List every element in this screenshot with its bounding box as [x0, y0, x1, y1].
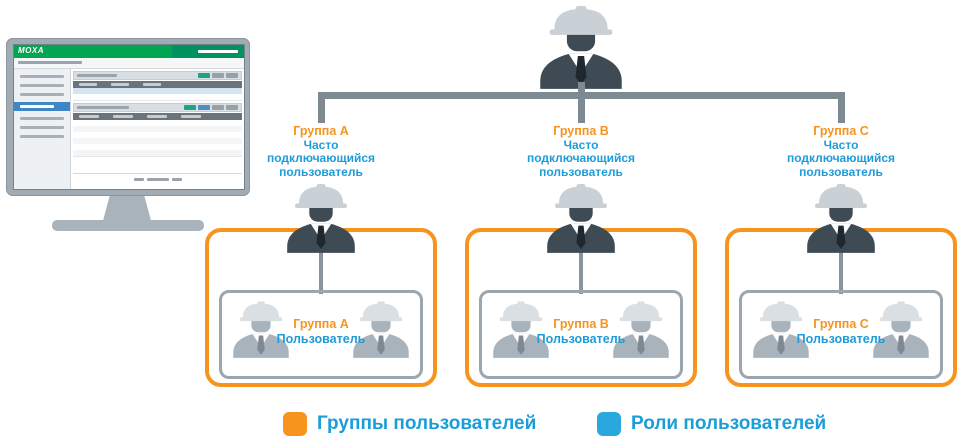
column-header-bar	[111, 83, 129, 86]
group-role-label: Часто подключающийся пользователь	[786, 137, 896, 179]
sidebar-item-bar	[20, 84, 64, 87]
group-role-label: Часто подключающийся пользователь	[526, 137, 636, 179]
frequent-user-icon	[542, 180, 620, 253]
monitor-stand-neck	[103, 196, 151, 221]
sidebar-item-bar	[20, 93, 64, 96]
breadcrumb-bar	[14, 58, 244, 69]
legend-user-groups: Группы пользователей	[283, 412, 536, 436]
frequent-user-icon	[802, 180, 880, 253]
sidebar-item-bar	[20, 117, 64, 120]
toolbar-button	[212, 73, 224, 78]
member-group-label: Группа A	[293, 317, 349, 331]
pagination-bar	[73, 173, 242, 184]
column-header-bar	[181, 115, 201, 118]
table-row	[73, 94, 242, 101]
moxa-logo: MOXA	[18, 46, 44, 55]
toolbar-buttons	[184, 105, 238, 110]
toolbar-button	[226, 73, 238, 78]
member-role-label: Пользователь	[536, 332, 626, 346]
user-role-box	[479, 290, 683, 379]
group-a-column: Группа A Часто подключающийся пользовате…	[205, 92, 437, 392]
sidebar-selected-text-bar	[20, 105, 54, 108]
panel-toolbar	[73, 71, 242, 80]
screen-sidebar	[14, 69, 71, 189]
table-row	[73, 150, 242, 157]
member-role-label: Пользователь	[276, 332, 366, 346]
toolbar-button	[212, 105, 224, 110]
member-labels: Группа B Пользователь	[465, 317, 697, 347]
legend-roles-swatch	[597, 412, 621, 436]
table-header	[73, 113, 242, 120]
toolbar-button	[198, 73, 210, 78]
group-c-labels: Группа C Часто подключающийся пользовате…	[695, 124, 958, 179]
sidebar-item-selected	[14, 102, 70, 111]
connector-line	[577, 92, 585, 123]
group-name-label: Группа B	[553, 124, 609, 138]
app-header-bar: MOXA	[14, 45, 244, 58]
group-b-column: Группа B Часто подключающийся пользовате…	[465, 92, 697, 392]
frequent-user-icon	[282, 180, 360, 253]
column-header-bar	[147, 115, 167, 118]
user-role-box	[219, 290, 423, 379]
panel-toolbar	[73, 103, 242, 112]
group-b-labels: Группа B Часто подключающийся пользовате…	[435, 124, 727, 179]
app-header-right-segment	[172, 45, 244, 58]
panel-title-bar	[77, 74, 117, 77]
connector-line	[577, 82, 585, 95]
screen-main-panel	[71, 69, 244, 189]
connector-line	[317, 92, 325, 123]
monitor: MOXA	[6, 38, 250, 221]
column-header-bar	[79, 83, 97, 86]
legend-user-roles: Роли пользователей	[597, 412, 826, 436]
toolbar-button	[226, 105, 238, 110]
group-name-label: Группа A	[293, 124, 349, 138]
member-labels: Группа C Пользователь	[725, 317, 957, 347]
sidebar-item-bar	[20, 75, 64, 78]
column-header-bar	[143, 83, 161, 86]
column-header-bar	[79, 115, 99, 118]
member-labels: Группа A Пользователь	[205, 317, 437, 347]
toolbar-button	[198, 105, 210, 110]
pagination-text-bar	[133, 177, 144, 181]
legend-roles-label: Роли пользователей	[631, 413, 827, 434]
group-role-label: Часто подключающийся пользователь	[266, 137, 376, 179]
pagination-text-bar	[146, 177, 169, 181]
column-header-bar	[113, 115, 133, 118]
panel-title-bar	[77, 106, 129, 109]
group-c-column: Группа C Часто подключающийся пользовате…	[725, 92, 957, 392]
connector-line	[839, 252, 843, 294]
toolbar-button	[184, 105, 196, 110]
member-group-label: Группа C	[813, 317, 869, 331]
group-a-labels: Группа A Часто подключающийся пользовате…	[175, 124, 467, 179]
connector-line	[319, 252, 323, 294]
monitor-screen: MOXA	[13, 44, 245, 190]
table-header	[73, 81, 242, 88]
connector-line	[579, 252, 583, 294]
toolbar-buttons	[198, 73, 238, 78]
group-name-label: Группа C	[813, 124, 869, 138]
member-role-label: Пользователь	[796, 332, 886, 346]
legend-groups-label: Группы пользователей	[317, 413, 537, 434]
header-text-bar	[198, 50, 238, 53]
sidebar-item-bar	[20, 126, 64, 129]
pagination-text-bar	[171, 177, 182, 181]
sidebar-item-bar	[20, 135, 64, 138]
member-group-label: Группа B	[553, 317, 609, 331]
page-title-bar	[18, 61, 82, 64]
monitor-stand-base	[52, 220, 204, 231]
connector-line	[837, 92, 845, 123]
administrator-icon	[534, 1, 628, 89]
user-role-box	[739, 290, 943, 379]
legend-groups-swatch	[283, 412, 307, 436]
